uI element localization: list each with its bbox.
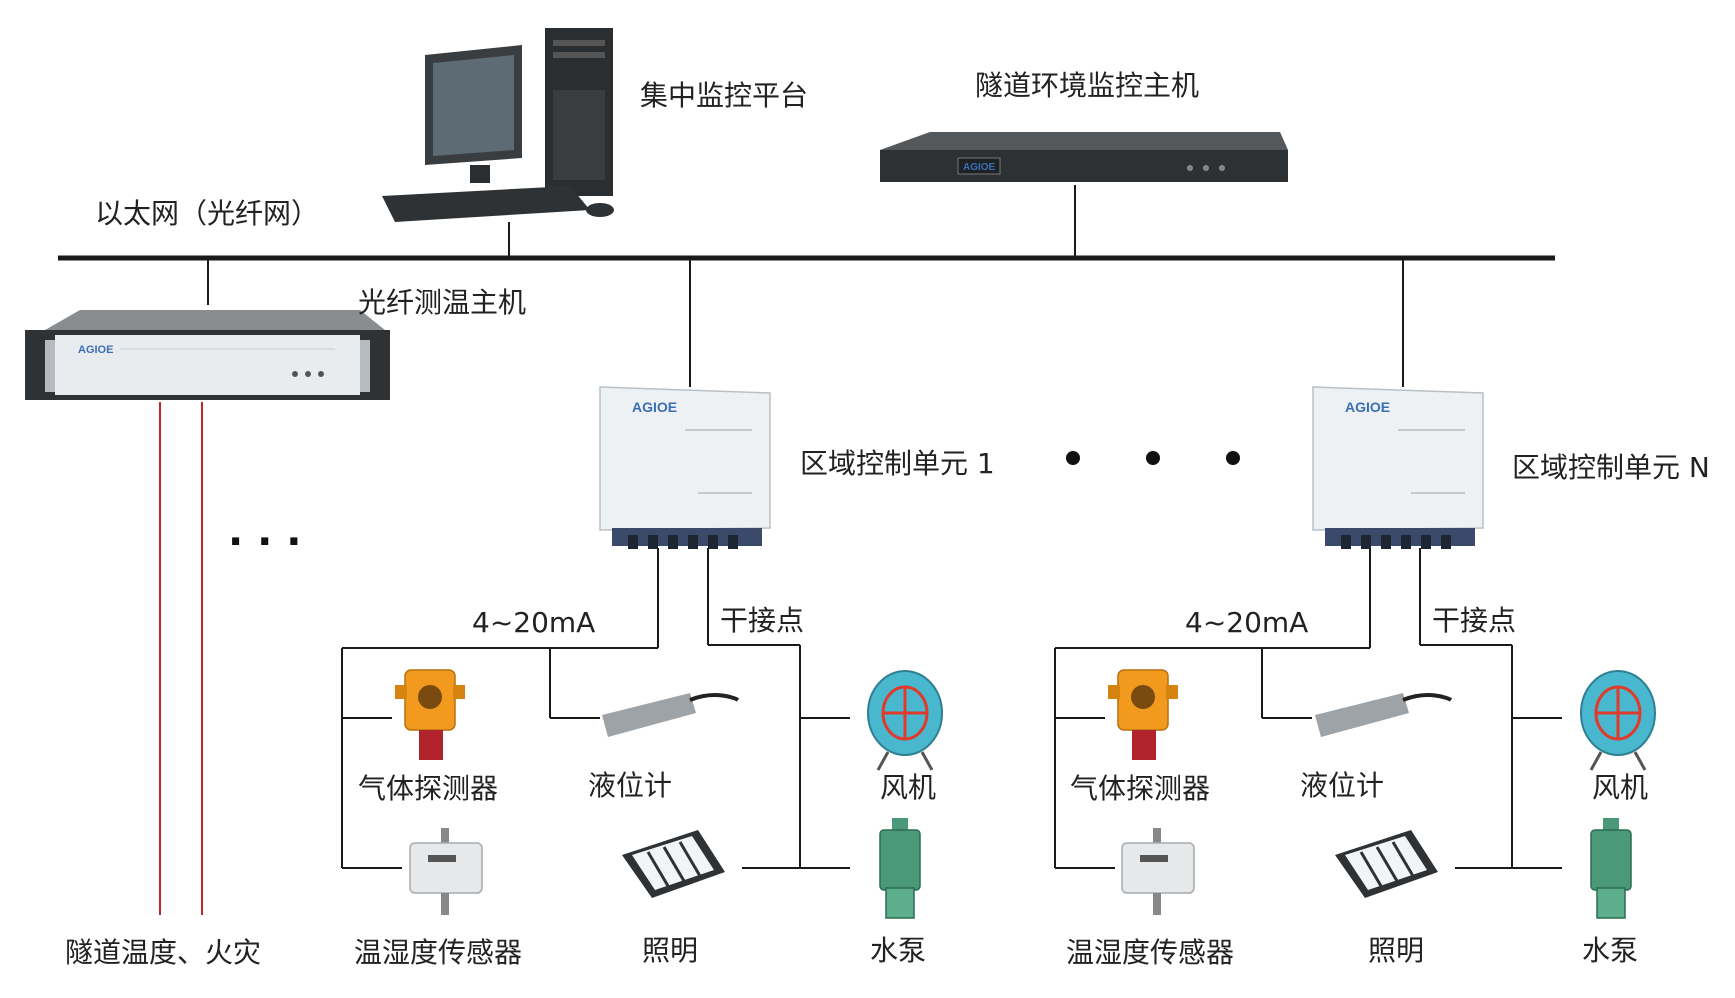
zone-1-gas-detector-label: 气体探测器 <box>358 772 498 805</box>
zone-n-thermo-hygro-label: 温湿度传感器 <box>1066 936 1234 969</box>
zone-1: AGIOE 区域控制单元 1 4~20mA 干接点 气体探测器 <box>341 386 995 969</box>
zone-n-pump-label: 水泵 <box>1582 934 1638 967</box>
ethernet-label: 以太网（光纤网） <box>95 197 319 230</box>
central-platform-label: 集中监控平台 <box>640 79 808 112</box>
zone-n-label: 区域控制单元 N <box>1512 451 1710 484</box>
host-brand-text: AGIOE <box>963 162 996 173</box>
zone-1-lighting-icon <box>622 830 725 898</box>
zone-n-lighting-icon <box>1335 830 1438 898</box>
zone-1-pump-icon <box>879 818 921 919</box>
zone-n-dry-contact-label: 干接点 <box>1432 604 1516 637</box>
continuation-dot-2 <box>1146 451 1160 465</box>
zone-1-controller-icon: AGIOE <box>599 386 771 549</box>
continuation-dot-3 <box>1226 451 1240 465</box>
zone-1-level-meter-icon <box>602 693 740 737</box>
zone-1-analog-label: 4~20mA <box>472 606 595 639</box>
tunnel-temp-fire-label: 隧道温度、火灾 <box>65 936 261 969</box>
zone-n-analog-label: 4~20mA <box>1185 606 1308 639</box>
zone-1-lighting-label: 照明 <box>642 934 698 967</box>
zone-1-thermo-hygro-icon <box>409 828 483 915</box>
continuation-dot-1 <box>1066 451 1080 465</box>
zone-n-brand-text: AGIOE <box>1345 399 1390 415</box>
zone-1-fan-icon <box>867 670 943 771</box>
fiber-temp-host-label: 光纤测温主机 <box>358 286 526 319</box>
zone-n-pump-icon <box>1590 818 1632 919</box>
fiber-host-brand-text: AGIOE <box>78 344 113 356</box>
zone-1-gas-detector-icon <box>395 669 465 760</box>
zone-n-gas-detector-label: 气体探测器 <box>1070 772 1210 805</box>
rack-host-icon: AGIOE <box>880 132 1288 182</box>
zone-1-label: 区域控制单元 1 <box>800 447 995 480</box>
zone-1-level-meter-label: 液位计 <box>588 769 672 802</box>
fiber-ellipsis: · · · <box>228 519 301 565</box>
fiber-temp-host-icon: AGIOE <box>25 310 390 400</box>
zone-1-pump-label: 水泵 <box>870 934 926 967</box>
zone-n: AGIOE 区域控制单元 N 4~20mA 干接点 气体探测器 <box>1054 386 1710 969</box>
zone-n-controller-icon: AGIOE <box>1312 386 1484 549</box>
computer-icon <box>382 28 614 222</box>
zone-n-thermo-hygro-icon <box>1121 828 1195 915</box>
zone-n-lighting-label: 照明 <box>1368 934 1424 967</box>
zone-n-fan-icon <box>1580 670 1656 771</box>
tunnel-env-host-label: 隧道环境监控主机 <box>975 69 1199 102</box>
zone-1-fan-label: 风机 <box>880 771 936 804</box>
zone-n-level-meter-icon <box>1315 693 1453 737</box>
zone-n-level-meter-label: 液位计 <box>1300 769 1384 802</box>
zone-1-dry-contact-label: 干接点 <box>720 604 804 637</box>
zone-n-fan-label: 风机 <box>1592 771 1648 804</box>
zone-n-gas-detector-icon <box>1108 669 1178 760</box>
zone-1-brand-text: AGIOE <box>632 399 677 415</box>
zone-1-thermo-hygro-label: 温湿度传感器 <box>354 936 522 969</box>
